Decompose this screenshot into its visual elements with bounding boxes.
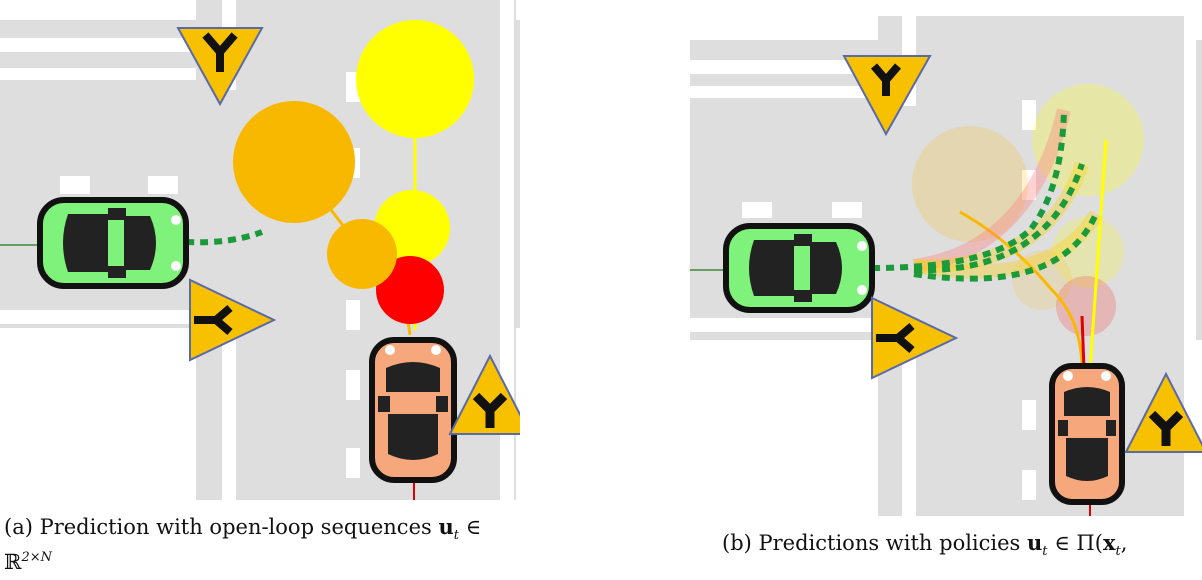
yield-sign-icon — [448, 353, 520, 435]
caption-a-text: (a) Prediction with open-loop sequences — [4, 515, 439, 539]
yield-sign-icon — [1124, 371, 1202, 453]
caption-a-math: u — [438, 514, 454, 539]
open-loop-diagram — [0, 0, 520, 500]
panel-policies — [690, 0, 1202, 516]
caption-open-loop: (a) Prediction with open-loop sequences … — [4, 514, 482, 575]
green-dashed-path — [185, 229, 264, 246]
green-car-icon — [37, 197, 189, 289]
caption-b-text: (b) Predictions with policies — [722, 531, 1028, 555]
caption-b-end: , — [1120, 531, 1128, 555]
orange-prediction-small — [327, 219, 397, 289]
orange-car-icon — [1049, 363, 1125, 505]
caption-b-sub: t — [1042, 544, 1048, 560]
caption-a-real: ℝ — [4, 550, 22, 575]
yield-sign-icon — [176, 27, 264, 107]
caption-b-sub2: t — [1115, 544, 1121, 560]
yield-sign-icon — [842, 55, 932, 137]
green-car-icon — [723, 223, 875, 313]
orange-prediction-large — [233, 101, 355, 223]
red-prediction — [376, 256, 444, 324]
caption-b-rest: ∈ Π( — [1047, 531, 1103, 555]
yield-sign-icon — [189, 278, 277, 362]
yellow-prediction-large — [356, 20, 474, 138]
caption-b-math: u — [1027, 530, 1043, 555]
caption-a-sub: t — [453, 528, 459, 544]
orange-car-icon — [369, 337, 457, 483]
policy-diagram — [690, 0, 1202, 516]
caption-a-in: ∈ — [458, 515, 482, 539]
caption-policies: (b) Predictions with policies ut ∈ Π(xt, — [722, 532, 1127, 563]
yield-sign-icon — [871, 296, 959, 380]
panel-open-loop — [0, 0, 520, 500]
caption-a-sup: 2×N — [21, 550, 52, 566]
caption-b-math2: x — [1102, 530, 1116, 555]
